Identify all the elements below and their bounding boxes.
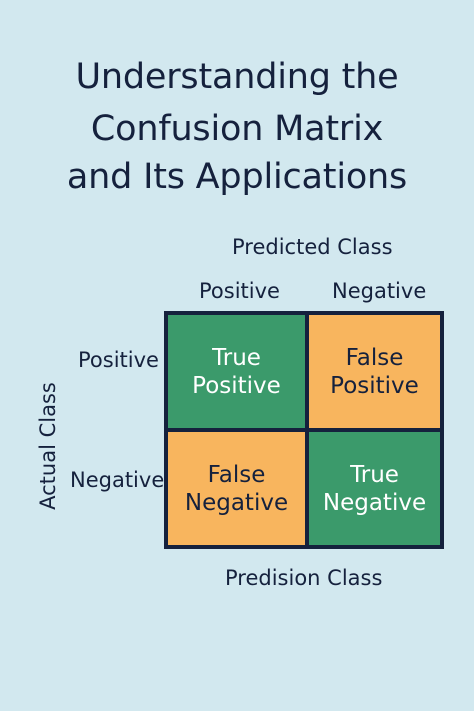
title-line-1: Understanding the — [75, 57, 399, 97]
cell-true-negative-line-2: Negative — [322, 489, 427, 516]
cell-true-negative: True Negative — [309, 432, 440, 545]
cell-false-positive-line-2: Positive — [330, 372, 419, 399]
cell-false-positive: False Positive — [309, 315, 440, 428]
title-line-2: Confusion Matrix — [90, 109, 384, 149]
title-line-3: and Its Applications — [66, 157, 408, 197]
cell-false-positive-line-1: False — [345, 344, 404, 371]
actual-class-label: Actual Class — [36, 382, 60, 510]
bottom-class-label: Predision Class — [225, 566, 383, 590]
cell-true-positive-line-2: Positive — [192, 372, 281, 399]
confusion-matrix: True Positive False Positive False Negat… — [164, 311, 444, 549]
col-header-negative: Negative — [332, 279, 427, 303]
cell-true-positive-line-1: True — [212, 344, 261, 371]
row-header-positive: Positive — [78, 348, 159, 372]
cell-true-positive: True Positive — [168, 315, 305, 428]
cell-true-negative-line-1: True — [350, 461, 399, 488]
cell-false-negative: False Negative — [168, 432, 305, 545]
col-header-positive: Positive — [199, 279, 280, 303]
predicted-class-label: Predicted Class — [232, 235, 393, 259]
cell-false-negative-line-1: False — [207, 461, 266, 488]
row-header-negative: Negative — [70, 468, 165, 492]
cell-false-negative-line-2: Negative — [184, 489, 289, 516]
